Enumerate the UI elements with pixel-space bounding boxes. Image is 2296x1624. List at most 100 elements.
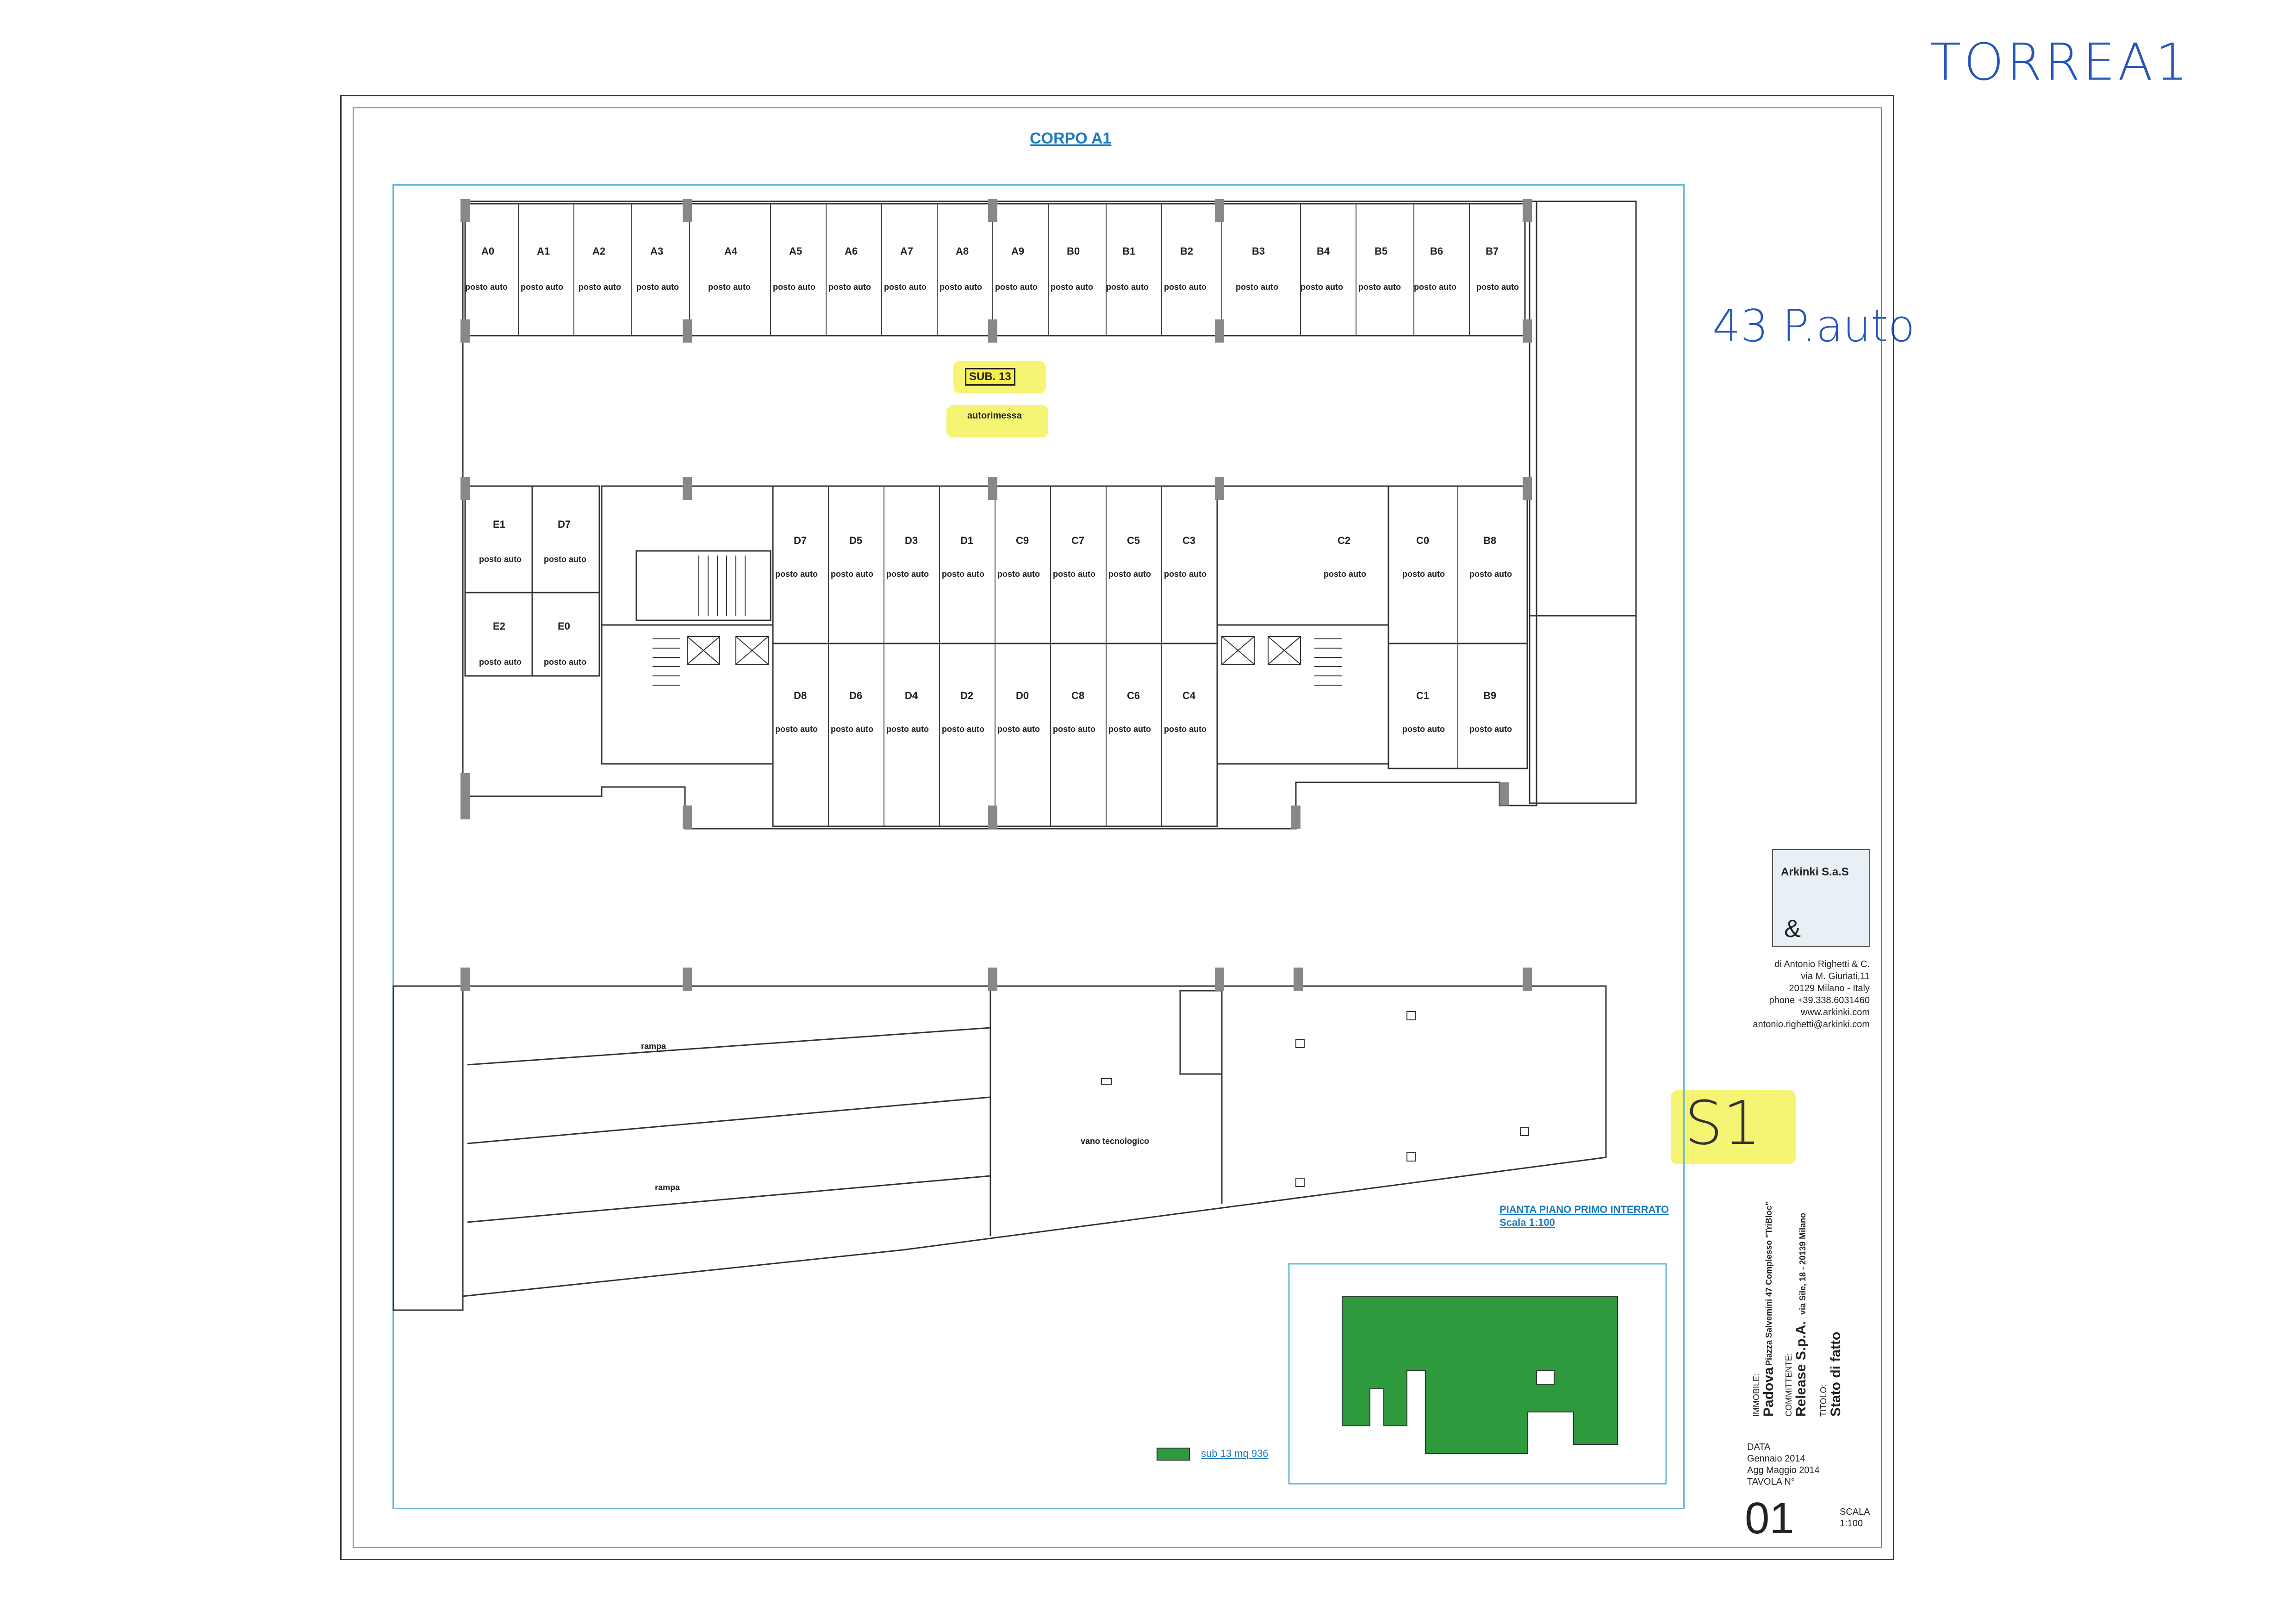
spot-type: posto auto — [1300, 282, 1343, 292]
property-label: IMMOBILE: — [1752, 1373, 1761, 1417]
central-lower-spots: D8 D6 D4 D2 D0 C8 C6 C4 posto auto posto… — [773, 690, 1217, 736]
spot-tag: C4 — [1182, 690, 1196, 701]
date-value: Gennaio 2014 — [1747, 1454, 1805, 1464]
ramp-label: rampa — [655, 1183, 680, 1192]
spot-type: posto auto — [940, 282, 982, 292]
client-name: Release S.p.A. — [1793, 1321, 1809, 1417]
spot-tag: D8 — [794, 690, 807, 701]
spot-type: posto auto — [1053, 569, 1095, 579]
scale-label: SCALA — [1840, 1507, 1870, 1517]
spot-tag: D7 — [558, 518, 571, 530]
spot-tag: C2 — [1338, 535, 1351, 546]
spot-type: posto auto — [942, 725, 984, 734]
drawing-status: Stato di fatto — [1828, 1331, 1843, 1417]
date-label: DATA — [1747, 1442, 1771, 1452]
spot-type: posto auto — [773, 282, 815, 292]
area-name: autorimessa — [967, 411, 1022, 421]
spot-type: posto auto — [1414, 282, 1456, 292]
scale-value: 1:100 — [1840, 1518, 1863, 1529]
spot-type: posto auto — [828, 282, 871, 292]
spot-type: posto auto — [831, 725, 873, 734]
legend-swatch — [1157, 1448, 1190, 1461]
viewport-frame — [392, 184, 1685, 1509]
spot-tag: D3 — [905, 535, 918, 546]
spot-tag: D1 — [960, 535, 974, 546]
spot-tag: D4 — [905, 690, 918, 701]
sheet-label: TAVOLA N° — [1747, 1477, 1795, 1487]
client-address: via Sile, 18 - 20139 Milano — [1798, 1212, 1807, 1315]
s1-highlight — [1671, 1090, 1796, 1164]
spot-type: posto auto — [884, 282, 927, 292]
spot-tag: B4 — [1317, 245, 1330, 257]
drawing-title: CORPO A1 — [1030, 130, 1112, 147]
spot-type: posto auto — [544, 657, 586, 667]
spot-tag: E0 — [558, 620, 570, 632]
spot-tag: C8 — [1071, 690, 1085, 701]
sheet-number: 01 — [1745, 1493, 1794, 1543]
spot-type: posto auto — [1402, 725, 1445, 734]
update-value: Agg Maggio 2014 — [1747, 1465, 1820, 1475]
spot-type: posto auto — [636, 282, 679, 292]
spot-type: posto auto — [997, 569, 1040, 579]
logo-box — [1772, 849, 1870, 947]
spot-type: posto auto — [1108, 569, 1151, 579]
spot-type: posto auto — [775, 725, 818, 734]
address-line: www.arkinki.com — [1801, 1007, 1870, 1018]
spot-tag: A2 — [592, 245, 606, 257]
spot-type: posto auto — [886, 569, 929, 579]
spot-type: posto auto — [1108, 725, 1151, 734]
spot-tag: B0 — [1067, 245, 1080, 257]
spot-type: posto auto — [831, 569, 873, 579]
spot-tag: D6 — [849, 690, 863, 701]
plan-title: PIANTA PIANO PRIMO INTERRATO — [1500, 1204, 1669, 1215]
spot-tag: B6 — [1430, 245, 1444, 257]
spot-type: posto auto — [1164, 282, 1207, 292]
area-highlight — [946, 405, 1048, 437]
handwritten-floor-label: S1 — [1685, 1088, 1761, 1158]
spot-tag: B7 — [1486, 245, 1499, 257]
spot-tag: A5 — [789, 245, 803, 257]
spot-tag: D0 — [1016, 690, 1029, 701]
spot-type: posto auto — [775, 569, 818, 579]
spot-tag: A7 — [900, 245, 914, 257]
spot-tag: C7 — [1071, 535, 1085, 546]
spot-type: posto auto — [1469, 725, 1512, 734]
sub-label: SUB. 13 — [965, 368, 1015, 386]
spot-tag: B1 — [1122, 245, 1136, 257]
ampersand-logo: & — [1784, 915, 1801, 943]
spot-tag: B2 — [1180, 245, 1194, 257]
spot-type: posto auto — [1106, 282, 1149, 292]
property-address: Piazza Salvemini 47 Complesso "TriBloc" — [1764, 1201, 1773, 1366]
spot-type: posto auto — [465, 282, 508, 292]
spot-tag: E1 — [493, 518, 505, 530]
spot-type: posto auto — [1051, 282, 1093, 292]
legend-label: sub 13 mq 936 — [1201, 1448, 1269, 1459]
sheet-border — [340, 95, 1894, 1560]
property-name: Padova — [1761, 1367, 1776, 1417]
spot-tag: D5 — [849, 535, 863, 546]
address-line: via M. Giuriati,11 — [1801, 971, 1870, 981]
left-stair-core — [601, 485, 774, 626]
spot-tag: B5 — [1375, 245, 1388, 257]
spot-type: posto auto — [521, 282, 563, 292]
tech-room-label: vano tecnologico — [1081, 1137, 1150, 1146]
spot-type: posto auto — [1164, 725, 1207, 734]
address-line: phone +39.338.6031460 — [1769, 995, 1870, 1006]
plan-scale: Scala 1:100 — [1500, 1217, 1555, 1228]
key-plan-frame — [1288, 1263, 1667, 1485]
spot-type: posto auto — [708, 282, 751, 292]
spot-type: posto auto — [1324, 569, 1366, 579]
spot-tag: C1 — [1416, 690, 1430, 701]
spot-tag: C3 — [1182, 535, 1196, 546]
spot-type: posto auto — [579, 282, 621, 292]
spot-type: posto auto — [1164, 569, 1207, 579]
spot-tag: B9 — [1483, 690, 1497, 701]
spot-tag: B3 — [1252, 245, 1265, 257]
spot-tag: C6 — [1127, 690, 1140, 701]
address-line: di Antonio Righetti & C. — [1774, 959, 1870, 969]
spot-tag: A0 — [481, 245, 495, 257]
company-name: Arkinki S.a.S — [1781, 866, 1849, 878]
top-row-spots: A0 A1 A2 A3 A4 A5 A6 A7 A8 A9 B0 B1 B2 B… — [465, 245, 1525, 292]
